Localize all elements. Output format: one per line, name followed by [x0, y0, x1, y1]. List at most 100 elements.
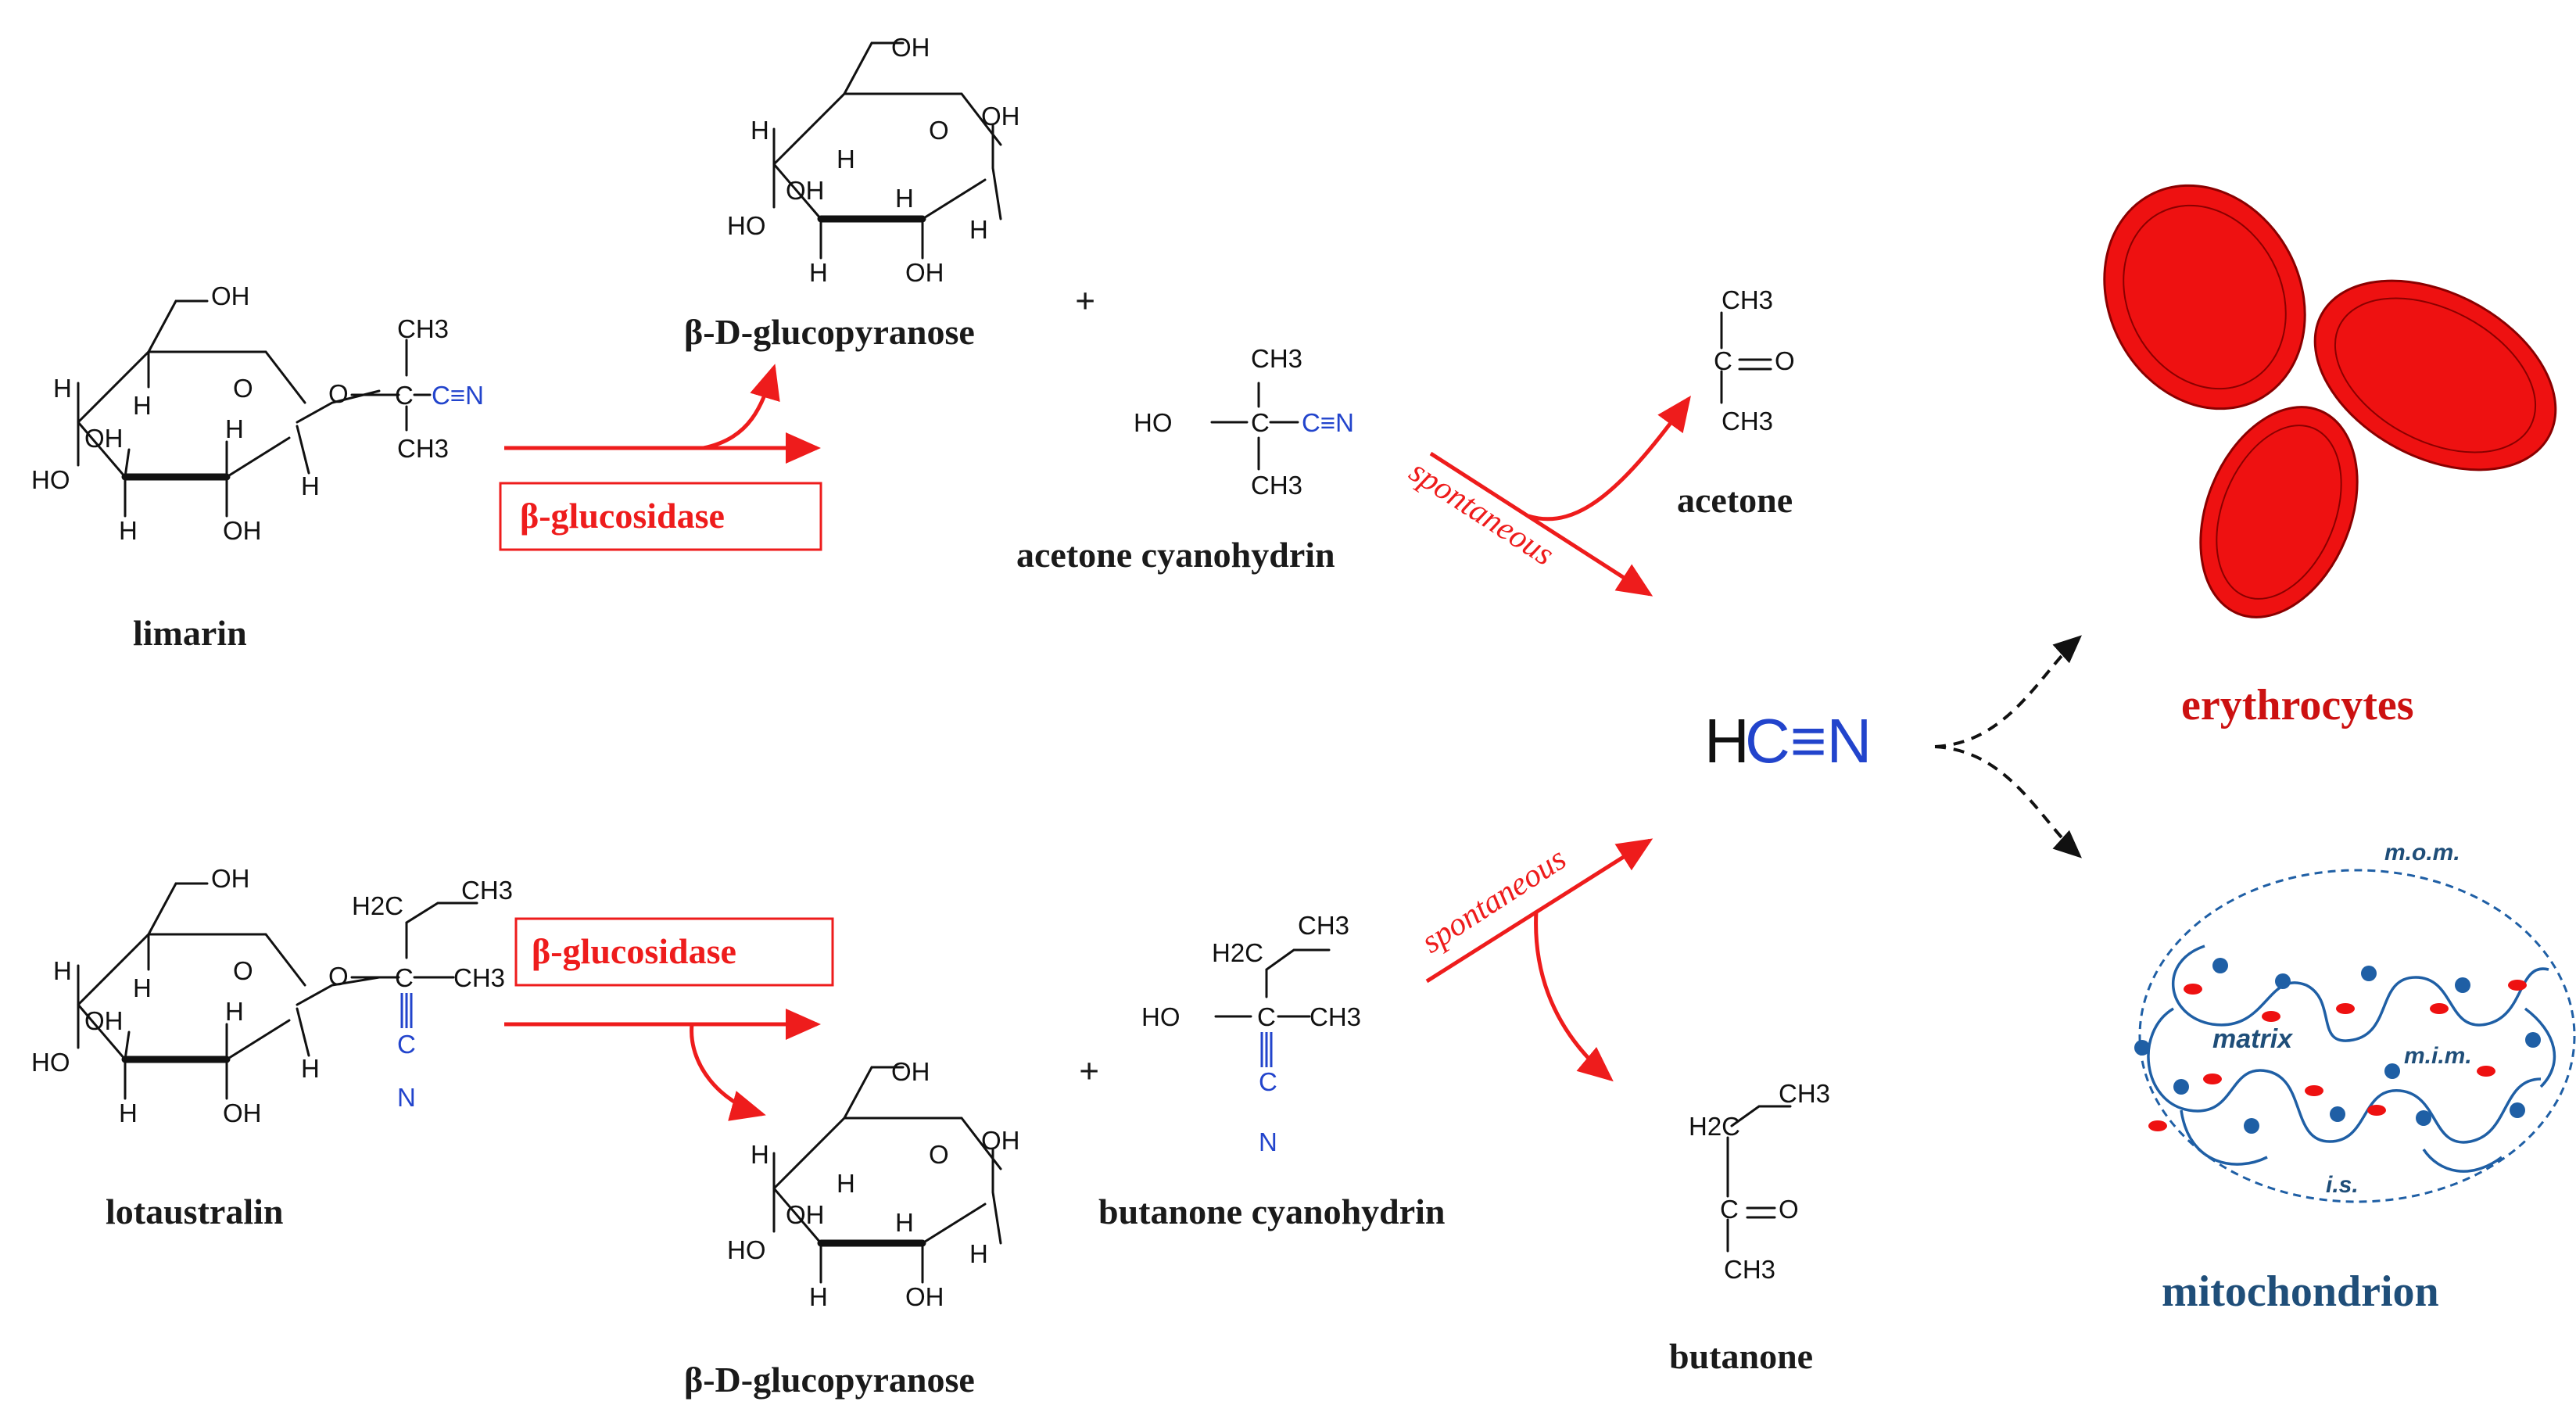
- atom-label: C: [1714, 346, 1732, 375]
- atom-label: HO: [31, 1048, 70, 1077]
- atom-label: N: [1259, 1127, 1277, 1156]
- label-mom: m.o.m.: [2384, 840, 2460, 866]
- atom-label: H: [119, 516, 138, 545]
- label-matrix: matrix: [2212, 1024, 2294, 1054]
- atom-label: H: [53, 956, 72, 985]
- atom-label: C: [397, 1030, 416, 1059]
- enzyme-label-top: β-glucosidase: [520, 496, 725, 536]
- atom-label: CH3: [461, 876, 513, 905]
- atom-label: OH: [211, 864, 250, 893]
- spontaneous-arrow-bottom: [1425, 838, 1653, 984]
- atom-label: H: [225, 414, 244, 443]
- atom-label: N: [397, 1083, 416, 1112]
- atom-label: H: [53, 374, 72, 403]
- atom-label: HO: [727, 1235, 766, 1264]
- atom-label: H2C: [1689, 1112, 1740, 1141]
- butanone-cyanohydrin-structure: HO C H2C CH3 CH3 C N: [1141, 911, 1361, 1156]
- atom-label: OH: [786, 176, 825, 205]
- atom-label: H: [969, 1239, 988, 1268]
- atom-label: OH: [211, 281, 250, 310]
- release-arrow: [1528, 395, 1691, 522]
- atom-label: O: [929, 116, 949, 145]
- label-glucopyranose-bottom: β-D-glucopyranose: [684, 1360, 975, 1400]
- atom-label: CH3: [1722, 407, 1773, 436]
- erythrocytes-image: [2103, 184, 2557, 618]
- label-butanone-cyanohydrin: butanone cyanohydrin: [1098, 1192, 1446, 1231]
- label-glucopyranose-top: β-D-glucopyranose: [684, 312, 975, 352]
- atom-label: C: [1720, 1195, 1739, 1224]
- atom-label: O: [929, 1140, 949, 1169]
- atom-label: C≡N: [432, 381, 484, 410]
- atom-label: C: [1259, 1067, 1277, 1096]
- release-arrow: [703, 364, 780, 450]
- atom-label: H: [837, 145, 855, 174]
- atom-label: H2C: [1212, 938, 1263, 967]
- atom-label: C: [395, 963, 414, 992]
- atom-label: H: [809, 258, 828, 287]
- atom-label: OH: [223, 516, 262, 545]
- release-arrow: [690, 1023, 766, 1121]
- atom-label: H: [837, 1169, 855, 1198]
- atom-label: O: [328, 962, 349, 991]
- atom-label: H: [809, 1282, 828, 1311]
- atom-label: HO: [31, 465, 70, 494]
- label-erythrocytes: erythrocytes: [2181, 681, 2414, 729]
- atom-label: OH: [786, 1200, 825, 1229]
- atom-label: CH3: [1251, 344, 1302, 373]
- label-mim: m.i.m.: [2404, 1043, 2472, 1069]
- atom-label: CH3: [397, 314, 449, 343]
- atom-label: OH: [981, 102, 1020, 131]
- atom-label: C≡N: [1302, 408, 1354, 437]
- atom-label: O: [233, 956, 253, 985]
- atom-label: CH3: [1251, 471, 1302, 500]
- atom-label: OH: [891, 1057, 930, 1086]
- limarin-structure: OH O H HO OH H H OH H H O C CH3 CH3 C≡N: [31, 281, 484, 545]
- atom-label: OH: [223, 1099, 262, 1127]
- label-mitochondrion: mitochondrion: [2162, 1267, 2439, 1316]
- hcn-to-mitochondrion-arrow: [1934, 745, 2082, 858]
- atom-label: O: [1779, 1195, 1799, 1224]
- atom-label: CH3: [1722, 285, 1773, 314]
- hcn-to-erythrocytes-arrow: [1934, 635, 2082, 748]
- acetone-structure: CH3 C O CH3: [1714, 285, 1795, 436]
- atom-label: O: [328, 379, 349, 408]
- atom-label: OH: [905, 1282, 944, 1311]
- label-acetone: acetone: [1677, 480, 1793, 520]
- atom-label: O: [233, 374, 253, 403]
- atom-label: H: [133, 973, 152, 1002]
- atom-label: C: [395, 381, 414, 410]
- glucopyranose-structure: OH O H HO OH H H OH H OH H: [727, 33, 1020, 287]
- atom-label: H: [301, 1054, 320, 1083]
- atom-label: OH: [891, 33, 930, 62]
- atom-label: OH: [84, 1006, 124, 1035]
- atom-label: HO: [1134, 408, 1173, 437]
- label-acetone-cyanohydrin: acetone cyanohydrin: [1016, 535, 1335, 575]
- glucopyranose-structure: OH O H HO OH H H OH H OH H: [727, 1057, 1020, 1311]
- atom-label: CH3: [1309, 1002, 1361, 1031]
- atom-label: C: [1257, 1002, 1276, 1031]
- spontaneous-label-bottom: spontaneous: [1415, 841, 1572, 960]
- atom-label: OH: [84, 424, 124, 453]
- butanone-structure: H2C CH3 C O CH3: [1689, 1079, 1830, 1284]
- label-is: i.s.: [2326, 1172, 2359, 1198]
- atom-label: H2C: [352, 891, 403, 920]
- atom-label: CH3: [1724, 1255, 1775, 1284]
- atom-label: OH: [905, 258, 944, 287]
- atom-label: CH3: [397, 434, 449, 463]
- label-limarin: limarin: [133, 613, 247, 653]
- enzyme-label-bottom: β-glucosidase: [532, 931, 736, 971]
- atom-label: CH3: [453, 963, 505, 992]
- plus-sign: +: [1079, 1051, 1099, 1091]
- atom-label: H: [133, 391, 152, 420]
- enzyme-box: [499, 482, 822, 551]
- lotaustralin-structure: OH O H HO OH H H OH H H O C H2C CH3 CH3 …: [31, 864, 513, 1127]
- atom-label: H: [895, 184, 914, 213]
- hcn-h: H: [1704, 706, 1750, 776]
- atom-label: H: [751, 1140, 769, 1169]
- release-arrow: [1534, 910, 1614, 1082]
- atom-label: HO: [727, 211, 766, 240]
- spontaneous-arrow-top: [1429, 451, 1653, 597]
- label-butanone: butanone: [1669, 1336, 1813, 1376]
- atom-label: H: [751, 116, 769, 145]
